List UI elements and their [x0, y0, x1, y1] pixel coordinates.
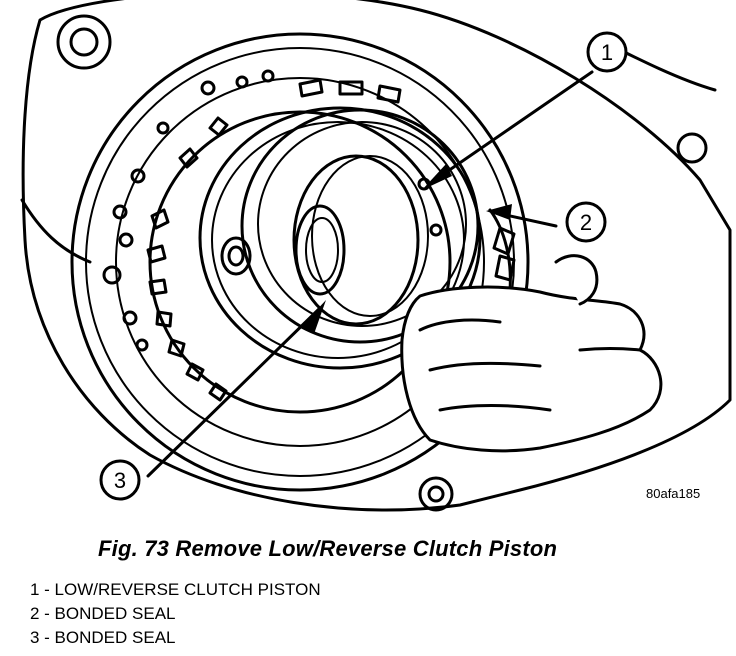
case-bolt-hole — [418, 476, 454, 512]
case-bolt-hole — [676, 132, 708, 164]
hand — [400, 285, 663, 453]
callout-3: 3 — [99, 459, 141, 501]
svg-text:3: 3 — [114, 468, 126, 493]
legend: 1 - LOW/REVERSE CLUTCH PISTON 2 - BONDED… — [30, 578, 321, 650]
legend-item: 3 - BONDED SEAL — [30, 628, 176, 647]
case-outline — [21, 0, 732, 512]
figure-caption: Fig. 73 Remove Low/Reverse Clutch Piston — [98, 536, 558, 561]
callout-1: 1 — [586, 31, 628, 73]
inner-seal — [294, 204, 346, 296]
legend-item: 2 - BONDED SEAL — [30, 604, 176, 623]
leader-3 — [146, 306, 322, 478]
svg-text:2: 2 — [580, 210, 592, 235]
svg-text:1: 1 — [601, 40, 613, 65]
figure-id: 80afa185 — [646, 486, 701, 501]
case-bolt-hole — [56, 14, 112, 70]
piston-outer — [198, 106, 482, 370]
retainer-outer-ring — [70, 32, 530, 492]
callout-2: 2 — [565, 201, 607, 243]
legend-item: 1 - LOW/REVERSE CLUTCH PISTON — [30, 580, 321, 599]
piston-bore — [292, 154, 420, 326]
leader-1 — [430, 70, 594, 184]
line-drawing: 1 2 3 — [20, 0, 732, 512]
